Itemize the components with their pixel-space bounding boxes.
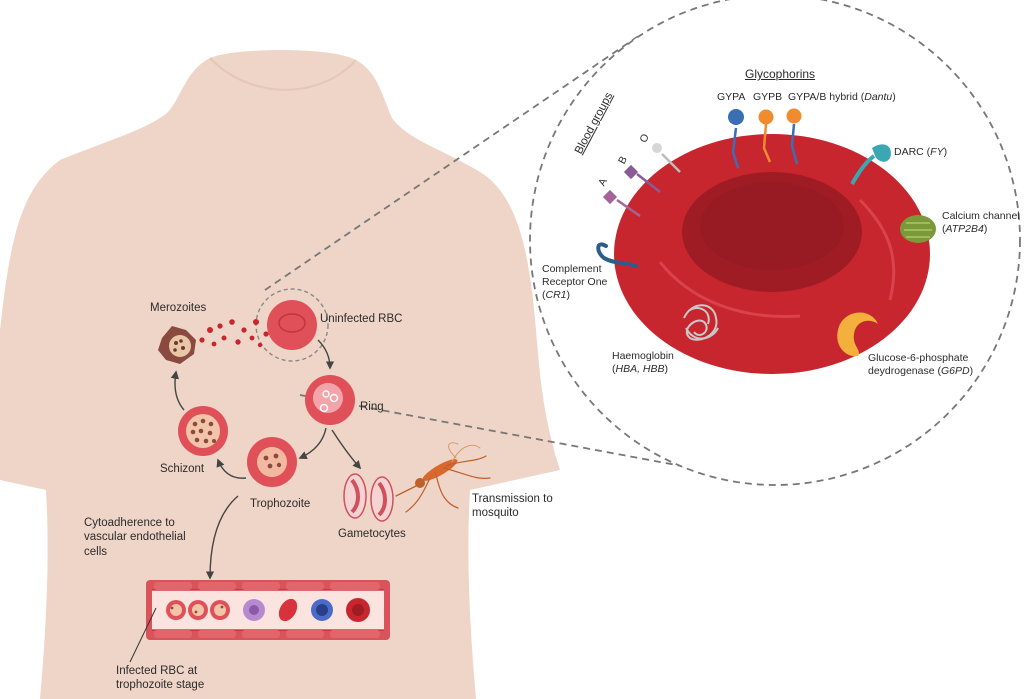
label-transmission-line2: mosquito (472, 507, 519, 520)
label-g6pd: Glucose-6-phosphate deydrogenase (G6PD) (868, 352, 974, 378)
label-merozoites: Merozoites (150, 302, 207, 314)
gypb-receptor (758, 109, 774, 163)
label-cytoadherence-line2: vascular endothelial (84, 531, 186, 544)
arrow-troph-vessel (205, 495, 239, 580)
label-haemoglobin: Haemoglobin (HBA, HBB) (612, 350, 674, 376)
haemoglobin-icon (683, 304, 719, 341)
ring-inner (313, 383, 343, 413)
label-cytoadherence-line1: Cytoadherence to (84, 517, 175, 529)
label-transmission-line1: Transmission to (472, 493, 553, 505)
label-schizont: Schizont (160, 463, 205, 475)
uninfected-rbc-center (278, 313, 306, 333)
uninfected-rbc (267, 300, 317, 350)
label-complement: Complement Receptor One (CR1) (542, 263, 608, 302)
label-transmission: Transmission to mosquito (472, 492, 553, 521)
arrow-ring-troph (298, 427, 327, 460)
label-gypab: GYPA/B hybrid (Dantu) (788, 91, 896, 103)
label-glycophorins: Glycophorins (745, 67, 816, 81)
g6pd-icon (837, 312, 878, 357)
burst-schizont (158, 326, 196, 364)
gypa-receptor (728, 109, 744, 169)
label-infected-line1: Infected RBC at (116, 665, 198, 677)
arrow-troph-schizont (216, 458, 247, 479)
arrow-uninfected-ring (317, 339, 335, 370)
merozoite-particles (199, 319, 269, 348)
rbc-highlight-2 (858, 198, 896, 301)
blood-group-a (602, 189, 641, 218)
label-infected-line2: trophozoite stage (116, 679, 205, 692)
rbc-highlight (658, 261, 801, 318)
label-infected-rbc: Infected RBC at trophozoite stage (116, 664, 204, 693)
label-gypb: GYPB (753, 91, 783, 103)
arrow-schizont-merozoites (170, 370, 185, 411)
blood-group-b (623, 164, 661, 193)
zoom-line-bottom (299, 394, 731, 476)
label-gametocytes: Gametocytes (338, 528, 406, 540)
darc-receptor (850, 144, 891, 185)
cr1-receptor (596, 242, 638, 268)
label-gypa: GYPA (717, 91, 746, 103)
label-ring: Ring (360, 401, 384, 413)
label-uninfected-rbc: Uninfected RBC (320, 313, 403, 325)
label-trophozoite: Trophozoite (250, 498, 311, 510)
label-cytoadherence: Cytoadherence to vascular endothelial ce… (84, 516, 186, 559)
label-calcium-channel: Calcium channel (ATP2B4) (942, 210, 1020, 236)
zoom-line-top (264, 34, 641, 291)
blood-vessel (146, 580, 390, 640)
label-cytoadherence-line3: cells (84, 545, 108, 558)
neck-shadow (209, 57, 357, 91)
blood-group-o (652, 143, 681, 173)
torso-silhouette (0, 50, 560, 699)
rbc-inner (700, 182, 844, 270)
label-darc: DARC (FY) (894, 146, 948, 158)
gypab-receptor (786, 108, 802, 165)
mosquito-icon (395, 442, 491, 513)
infected-pointer-line (129, 607, 157, 663)
gametocytes (343, 473, 394, 522)
arrow-ring-gametocytes (331, 429, 362, 470)
calcium-channel (900, 215, 936, 243)
